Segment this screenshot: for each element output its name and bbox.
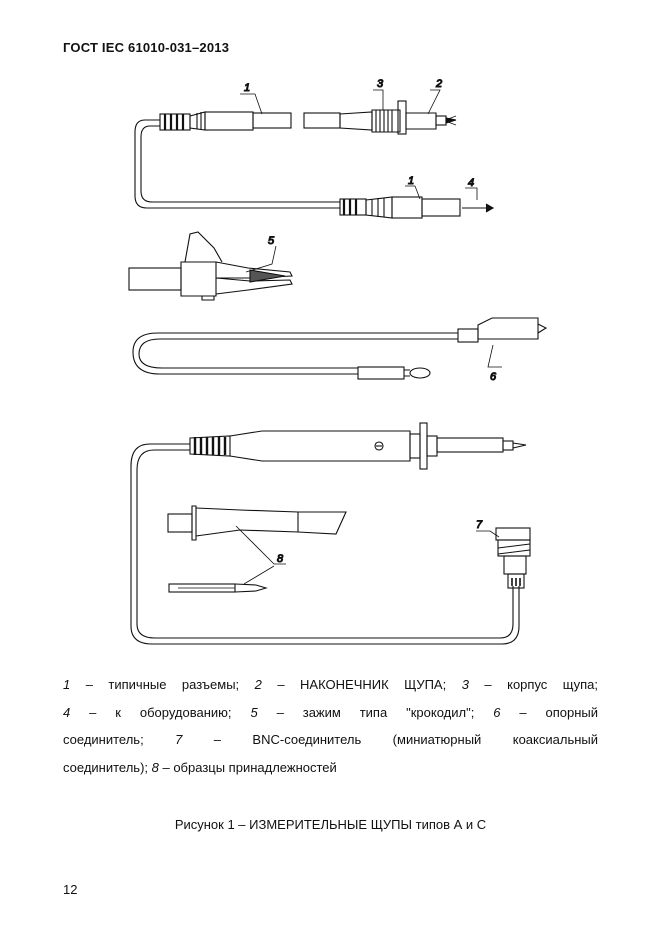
legend-text: соединитель); — [63, 759, 152, 775]
label-5: 5 — [268, 235, 275, 247]
label-7: 7 — [476, 519, 483, 531]
label-2: 2 — [435, 78, 442, 90]
reference-lead-drawing — [132, 317, 548, 380]
legend-number: 5 — [250, 704, 258, 720]
legend-text: – опорный — [500, 704, 599, 720]
page-number: 12 — [63, 882, 78, 897]
legend-text: – зажим типа "крокодил"; — [257, 704, 494, 720]
label-1-bottom: 1 — [408, 175, 414, 187]
legend-number: 3 — [461, 677, 469, 692]
legend-number: 4 — [63, 704, 71, 720]
label-8: 8 — [277, 553, 284, 565]
label-1-top: 1 — [244, 82, 250, 94]
alligator-clip-drawing — [128, 231, 293, 301]
legend-line-2: 4 – к оборудованию; 5 – зажим типа "крок… — [63, 699, 598, 727]
figure-title: Рисунок 1 – ИЗМЕРИТЕЛЬНЫЕ ЩУПЫ типов А и… — [174, 817, 487, 832]
legend-text: – НАКОНЕЧНИК ЩУПА; — [261, 677, 462, 692]
legend-text: – корпус щупа; — [468, 677, 598, 692]
legend-number: 6 — [493, 704, 501, 720]
legend-text: – образцы принадлежностей — [158, 759, 337, 775]
legend-text: – к оборудованию; — [70, 704, 251, 720]
legend-number: 7 — [175, 732, 183, 747]
legend-line-1: 1 – типичные разъемы; 2 – НАКОНЕЧНИК ЩУП… — [63, 671, 598, 699]
bnc-probe-drawing — [130, 422, 531, 645]
legend-text: – BNC-соединитель (миниатюрный коаксиаль… — [182, 732, 599, 747]
legend-line-4: соединитель); 8 – образцы принадлежносте… — [63, 754, 598, 782]
figure-legend: 1 – типичные разъемы; 2 – НАКОНЕЧНИК ЩУП… — [63, 671, 598, 781]
legend-number: 1 — [63, 677, 71, 692]
legend-number: 8 — [151, 759, 159, 775]
legend-number: 2 — [254, 677, 262, 692]
legend-text: соединитель; — [63, 732, 176, 747]
legend-line-3: соединитель; 7 – BNC-соединитель (миниат… — [63, 726, 598, 754]
probe-figure: 1 2 3 1 4 5 6 — [128, 77, 548, 645]
test-lead-drawing — [134, 89, 495, 219]
label-6: 6 — [490, 371, 497, 383]
legend-text: – типичные разъемы; — [70, 677, 255, 692]
label-4: 4 — [468, 177, 474, 189]
label-3: 3 — [377, 78, 384, 90]
document-header: ГОСТ IEC 61010-031–2013 — [63, 40, 230, 55]
